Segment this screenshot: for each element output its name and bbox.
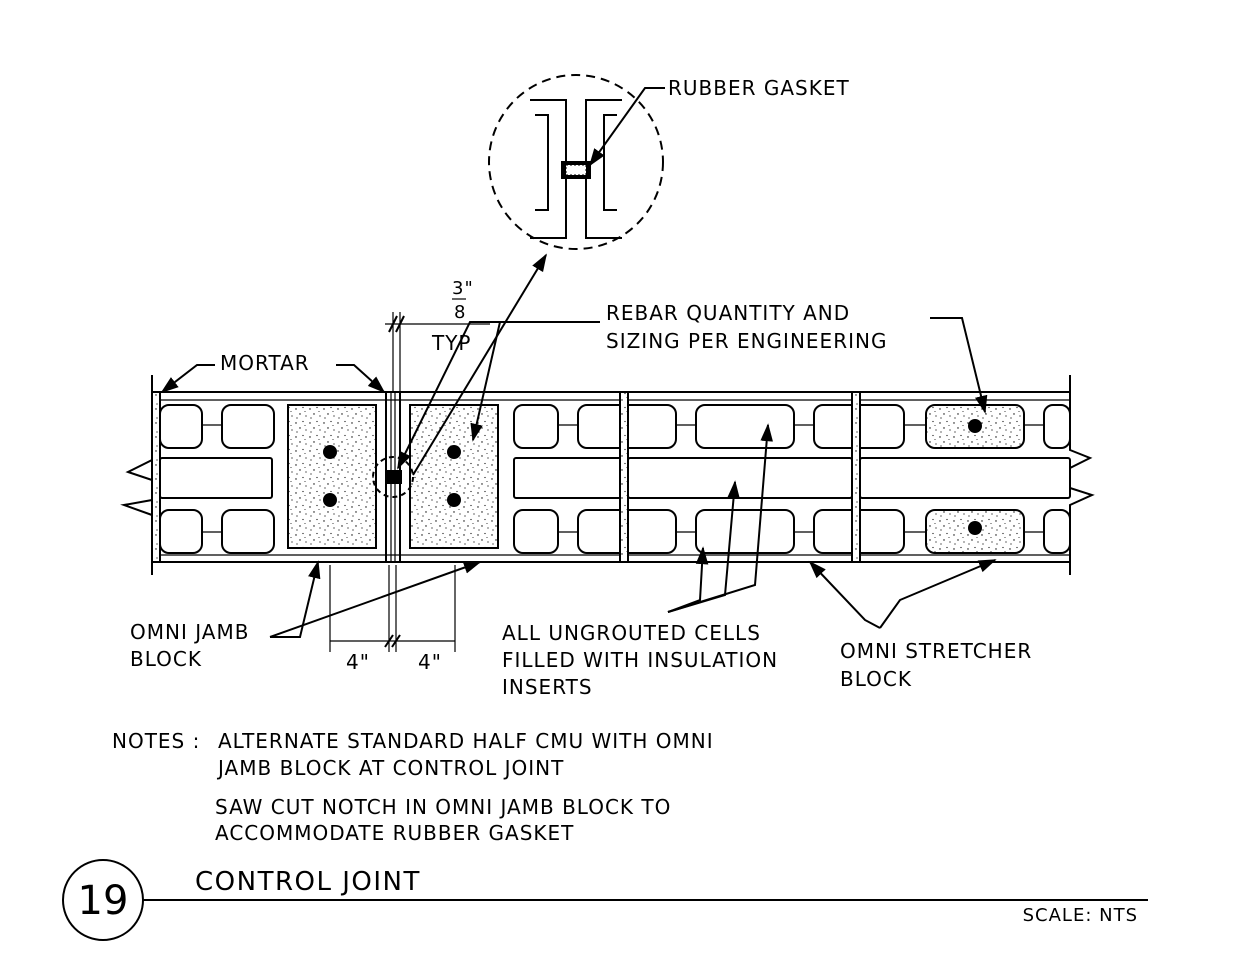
rebar <box>323 493 337 507</box>
label-mortar: MORTAR <box>220 351 310 375</box>
ungrouted-cell <box>221 509 275 554</box>
detail-title: CONTROL JOINT <box>195 867 421 897</box>
rebar <box>447 493 461 507</box>
dimensions <box>329 298 490 652</box>
notes-prefix: NOTES : <box>112 729 200 753</box>
note-line3: SAW CUT NOTCH IN OMNI JAMB BLOCK TO <box>215 795 671 819</box>
rubber-gasket <box>385 470 402 484</box>
label-ungrouted-line2: FILLED WITH INSULATION <box>502 648 778 672</box>
insulation-insert <box>159 457 273 499</box>
label-rebar-line2: SIZING PER ENGINEERING <box>606 329 887 353</box>
label-rebar-line1: REBAR QUANTITY AND <box>606 301 850 325</box>
rebar <box>968 419 982 433</box>
grouted-cell-right <box>409 404 499 549</box>
title-block: 19 CONTROL JOINT SCALE: NTS <box>62 859 1148 941</box>
ungrouted-cell <box>221 404 275 449</box>
label-ungrouted-line3: INSERTS <box>502 675 593 699</box>
ungrouted-cell <box>513 404 559 449</box>
wall-section <box>120 375 1095 575</box>
ungrouted-cell <box>159 509 203 554</box>
mortar-joint <box>151 391 161 563</box>
insulation-insert <box>513 457 623 499</box>
mortar-joint <box>851 391 861 563</box>
ungrouted-cell <box>159 404 203 449</box>
label-dim-4in-right: 4" <box>418 650 442 674</box>
rebar <box>447 445 461 459</box>
label-dim-4in-left: 4" <box>346 650 370 674</box>
note-line2: JAMB BLOCK AT CONTROL JOINT <box>216 756 564 780</box>
leaders <box>160 87 997 638</box>
label-omni-jamb-line2: BLOCK <box>130 647 202 671</box>
label-omni-stretcher-line1: OMNI STRETCHER <box>840 639 1032 663</box>
gasket-enlarged-detail <box>412 74 664 476</box>
right-break-line <box>1069 375 1095 575</box>
insulation-insert <box>859 457 1071 499</box>
detail-leader <box>412 253 547 476</box>
label-typ: TYP <box>431 331 472 355</box>
mortar-joint <box>619 391 629 563</box>
rebar <box>968 521 982 535</box>
label-dim-fraction-num: 3" <box>452 278 474 299</box>
label-omni-stretcher-line2: BLOCK <box>840 667 912 691</box>
left-break-line <box>120 375 153 575</box>
ungrouted-cell <box>1043 404 1071 449</box>
ungrouted-cell <box>695 404 795 449</box>
note-line1: ALTERNATE STANDARD HALF CMU WITH OMNI <box>218 729 714 753</box>
label-rubber-gasket: RUBBER GASKET <box>668 76 850 100</box>
note-line4: ACCOMMODATE RUBBER GASKET <box>215 821 574 845</box>
label-ungrouted-line1: ALL UNGROUTED CELLS <box>502 621 761 645</box>
enlarged-detail-circle <box>488 74 664 250</box>
rebar <box>323 445 337 459</box>
ungrouted-cell <box>695 509 795 554</box>
scale-label: SCALE: NTS <box>1023 905 1138 926</box>
ungrouted-cell <box>1043 509 1071 554</box>
ungrouted-cell <box>513 509 559 554</box>
label-dim-fraction-den: 8 <box>454 302 466 323</box>
insulation-insert <box>627 457 853 499</box>
grouted-cell-left <box>287 404 377 549</box>
detail-number: 19 <box>78 878 129 924</box>
label-omni-jamb-line1: OMNI JAMB <box>130 620 249 644</box>
detail-callout-circle <box>372 456 414 498</box>
